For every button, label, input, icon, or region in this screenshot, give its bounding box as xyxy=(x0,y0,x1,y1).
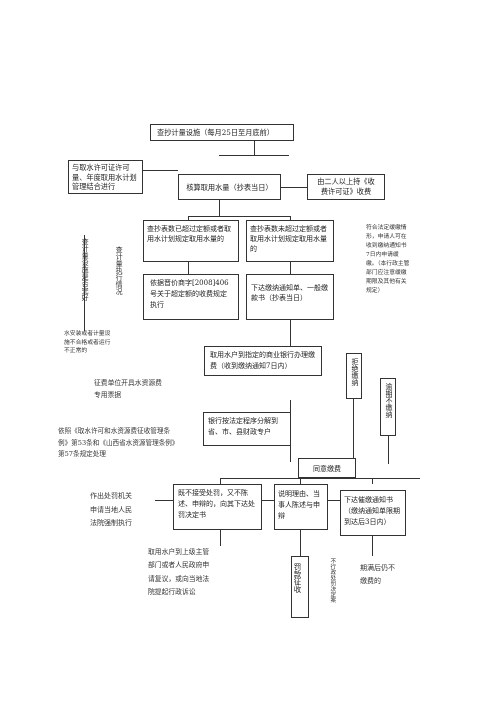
connector xyxy=(281,187,307,188)
node-fee-collect: 由二人以上持《收费许可证》收费 xyxy=(307,174,385,200)
connector xyxy=(290,320,291,346)
node-bank-payment: 取用水户到指定的商业银行办理缴费（收到缴纳通知7日内） xyxy=(204,346,322,376)
node-agree-pay-text: 同意缴费 xyxy=(313,465,341,473)
node-payment-notice-text: 下达缴纳通知单、一般缴款书（抄表当日） xyxy=(251,284,328,303)
connector xyxy=(300,478,301,484)
connector xyxy=(219,200,220,216)
connector xyxy=(300,530,301,556)
node-refuse-pay: 拒绝缴纳 xyxy=(346,353,362,399)
connector xyxy=(143,170,178,171)
node-payment-notice: 下达缴纳通知单、一般缴款书（抄表当日） xyxy=(246,274,334,320)
connector xyxy=(155,500,173,501)
note-receipt: 征费单位开具水资源费专用票据 xyxy=(94,378,162,402)
side-check-execution: 查计量执行情况 xyxy=(114,246,123,302)
connector xyxy=(290,262,291,274)
node-refuse-pay-text: 拒绝缴纳 xyxy=(351,358,359,386)
node-combine-permit-text: 与取水许可证许可量、年度取用水计划管理结合进行 xyxy=(72,163,137,192)
connector xyxy=(290,400,291,412)
connector xyxy=(290,446,291,462)
node-inspect-meters-text: 查抄计量设施（每月25日至月底前） xyxy=(157,128,274,137)
node-penalty-decision-text: 既不接受处罚，又不陈述、申辩的，向其下达处罚决定书 xyxy=(178,489,255,520)
note-deferral: 符合法定缓缴情形，申请人可在收到缴纳通知书7日内申请缓缴。（本行政主管部门应注意… xyxy=(366,224,410,296)
note-meter-faulty-text: 水安装或者计量设施不合格或者运行不正常的 xyxy=(64,331,111,355)
note-court-enforce: 作出处罚机关申请当地人民法院强制执行 xyxy=(90,490,132,531)
note-expired-unpaid: 期满后仍不缴费的 xyxy=(360,562,400,587)
note-meter-faulty: 水安装或者计量设施不合格或者运行不正常的 xyxy=(64,330,112,356)
note-law-basis-text: 依照《取水许可和水资源费征收管理条例》第53条和《山西省水资源管理条例》第57条… xyxy=(58,427,176,459)
node-fine-collection-text: 罚款征收 xyxy=(293,563,302,593)
side-check-meters: 查计量设施是否完好 xyxy=(80,238,89,302)
node-exceed-text: 查抄表数已超过定额或者取用水计划规定取用水量的 xyxy=(147,225,231,244)
connector xyxy=(254,141,255,155)
connector xyxy=(188,216,290,217)
note-receipt-text: 征费单位开具水资源费专用票据 xyxy=(94,379,162,399)
connector xyxy=(220,478,221,484)
connector xyxy=(219,155,289,156)
node-exceed: 查抄表数已超过定额或者取用水计划规定取用水量的 xyxy=(143,220,239,262)
note-review-appeal-text: 取用水户到上级主管部门或者人民政府申请复议，或向当地法院提起行政诉讼 xyxy=(148,548,210,596)
note-deferral-text: 符合法定缓缴情形，申请人可在收到缴纳通知书7日内申请缓缴。（本行政主管部门应注意… xyxy=(366,225,410,294)
node-agree-pay: 同意缴费 xyxy=(298,458,356,478)
connector xyxy=(188,216,189,220)
side-check-meters-text: 查计量设施是否完好 xyxy=(81,238,90,301)
node-bank-transfer-text: 银行按法定程序分解到省、市、县财政专户 xyxy=(208,417,278,437)
side-check-execution-text: 查计量执行情况 xyxy=(115,246,124,295)
connector xyxy=(84,235,85,331)
note-law-basis: 依照《取水许可和水资源费征收管理条例》第53条和《山西省水资源管理条例》第57条… xyxy=(58,426,176,461)
connector xyxy=(353,353,354,463)
note-court-enforce-text: 作出处罚机关申请当地人民法院强制执行 xyxy=(90,492,132,528)
node-fee-collect-text: 由二人以上持《收费许可证》收费 xyxy=(317,177,375,197)
note-review-appeal: 取用水户到上级主管部门或者人民政府申请复议，或向当地法院提起行政诉讼 xyxy=(148,546,214,599)
node-fine-collection: 罚款征收 xyxy=(291,556,309,618)
connector xyxy=(262,500,274,501)
connector xyxy=(372,478,373,484)
node-fee-basis: 依据晋价商字[2008]406号关于超定额的收费规定执行 xyxy=(143,274,239,320)
connector xyxy=(372,536,373,556)
node-verify-volume-text: 核算取用水量（抄表当日） xyxy=(186,183,273,192)
connector xyxy=(220,530,221,546)
note-expired-unpaid-text: 期满后仍不缴费的 xyxy=(360,564,395,585)
note-no-penalty-text: 不行政处罚决定案 xyxy=(329,558,336,603)
node-verify-volume: 核算取用水量（抄表当日） xyxy=(178,174,281,200)
node-bank-payment-text: 取用水户到指定的商业银行办理缴费（收到缴纳通知7日内） xyxy=(210,351,315,371)
node-not-exceed-text: 查抄表数未超过定额或者取用水计划规定取用水量的 xyxy=(250,225,327,254)
node-explain-reason: 说明理由、当事人陈述与申辩 xyxy=(274,484,328,530)
note-no-penalty: 不行政处罚决定案 xyxy=(328,558,335,614)
node-combine-permit: 与取水许可证许可量、年度取用水计划管理结合进行 xyxy=(68,160,143,194)
node-urge-notice-text: 下达催缴通知书（缴纳通知单限期到达后3日内） xyxy=(344,496,400,527)
node-inspect-meters: 查抄计量设施（每月25日至月底前） xyxy=(150,124,294,141)
connector xyxy=(328,500,340,501)
node-fee-basis-text: 依据晋价商字[2008]406号关于超定额的收费规定执行 xyxy=(150,279,229,310)
node-overdue: 逾期不缴纳 xyxy=(380,378,396,436)
connector xyxy=(220,478,420,479)
node-bank-transfer: 银行按法定程序分解到省、市、县财政专户 xyxy=(203,412,291,446)
node-urge-notice: 下达催缴通知书（缴纳通知单限期到达后3日内） xyxy=(340,490,406,536)
node-not-exceed: 查抄表数未超过定额或者取用水计划规定取用水量的 xyxy=(246,220,334,262)
node-overdue-text: 逾期不缴纳 xyxy=(385,383,393,418)
connector xyxy=(188,262,189,274)
node-penalty-decision: 既不接受处罚，又不陈述、申辩的，向其下达处罚决定书 xyxy=(173,484,262,530)
node-explain-reason-text: 说明理由、当事人陈述与申辩 xyxy=(278,490,320,520)
connector xyxy=(290,216,291,220)
